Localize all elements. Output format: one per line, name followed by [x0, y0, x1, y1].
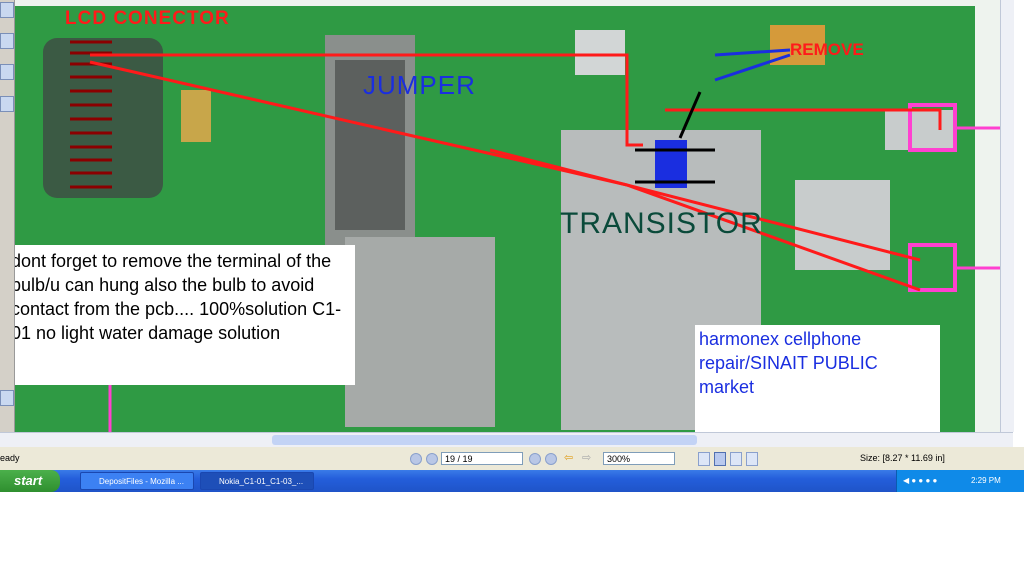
- pages-icon[interactable]: [0, 33, 14, 49]
- clock: 2:29 PM: [971, 476, 1001, 485]
- lock-icon[interactable]: [0, 390, 14, 406]
- first-page-button[interactable]: [410, 453, 422, 465]
- taskbar: start DepositFiles - Mozilla ... Nokia_C…: [0, 470, 1024, 492]
- page-size: Size: [8.27 * 11.69 in]: [860, 453, 945, 463]
- continuous-icon[interactable]: [714, 452, 726, 466]
- page-icon[interactable]: [0, 2, 14, 18]
- taskbar-item-firefox[interactable]: DepositFiles - Mozilla ...: [80, 472, 194, 490]
- note-right: harmonex cellphone repair/SINAIT PUBLIC …: [695, 325, 940, 432]
- jumper-label: JUMPER: [363, 70, 476, 100]
- zoom-select[interactable]: 300%: [603, 452, 675, 465]
- left-toolbar: [0, 0, 15, 447]
- previous-page-button[interactable]: [426, 453, 438, 465]
- forward-icon[interactable]: ⇨: [582, 452, 592, 464]
- system-tray: ◀ ● ● ● ● 2:29 PM: [896, 470, 1024, 492]
- start-button[interactable]: start: [0, 470, 60, 492]
- back-icon[interactable]: ⇦: [564, 452, 574, 464]
- remove-label: REMOVE: [790, 40, 864, 59]
- attachments-icon[interactable]: [0, 96, 14, 112]
- status-text: eady: [0, 453, 20, 463]
- tray-icons[interactable]: ◀ ● ● ● ●: [903, 476, 938, 485]
- continuous-facing-icon[interactable]: [746, 452, 758, 466]
- horizontal-scrollbar[interactable]: [0, 432, 1013, 448]
- document-view: LCD CONECTOR JUMPER REMOVE TRANSISTOR do…: [15, 0, 1000, 432]
- edit-icon[interactable]: [0, 64, 14, 80]
- page-number-input[interactable]: 19 / 19: [441, 452, 523, 465]
- vertical-scrollbar[interactable]: [1000, 0, 1014, 432]
- single-page-icon[interactable]: [698, 452, 710, 466]
- next-page-button[interactable]: [529, 453, 541, 465]
- taskbar-item-pdf[interactable]: Nokia_C1-01_C1-03_...: [200, 472, 314, 490]
- last-page-button[interactable]: [545, 453, 557, 465]
- note-left: dont forget to remove the terminal of th…: [15, 245, 355, 385]
- horizontal-scroll-thumb[interactable]: [272, 435, 697, 445]
- transistor-label: TRANSISTOR: [560, 207, 763, 240]
- lcd-connector-label: LCD CONECTOR: [65, 8, 230, 29]
- facing-icon[interactable]: [730, 452, 742, 466]
- status-bar: eady 19 / 19 ⇦ ⇨ 300% Size: [8.27 * 11.6…: [0, 447, 1024, 470]
